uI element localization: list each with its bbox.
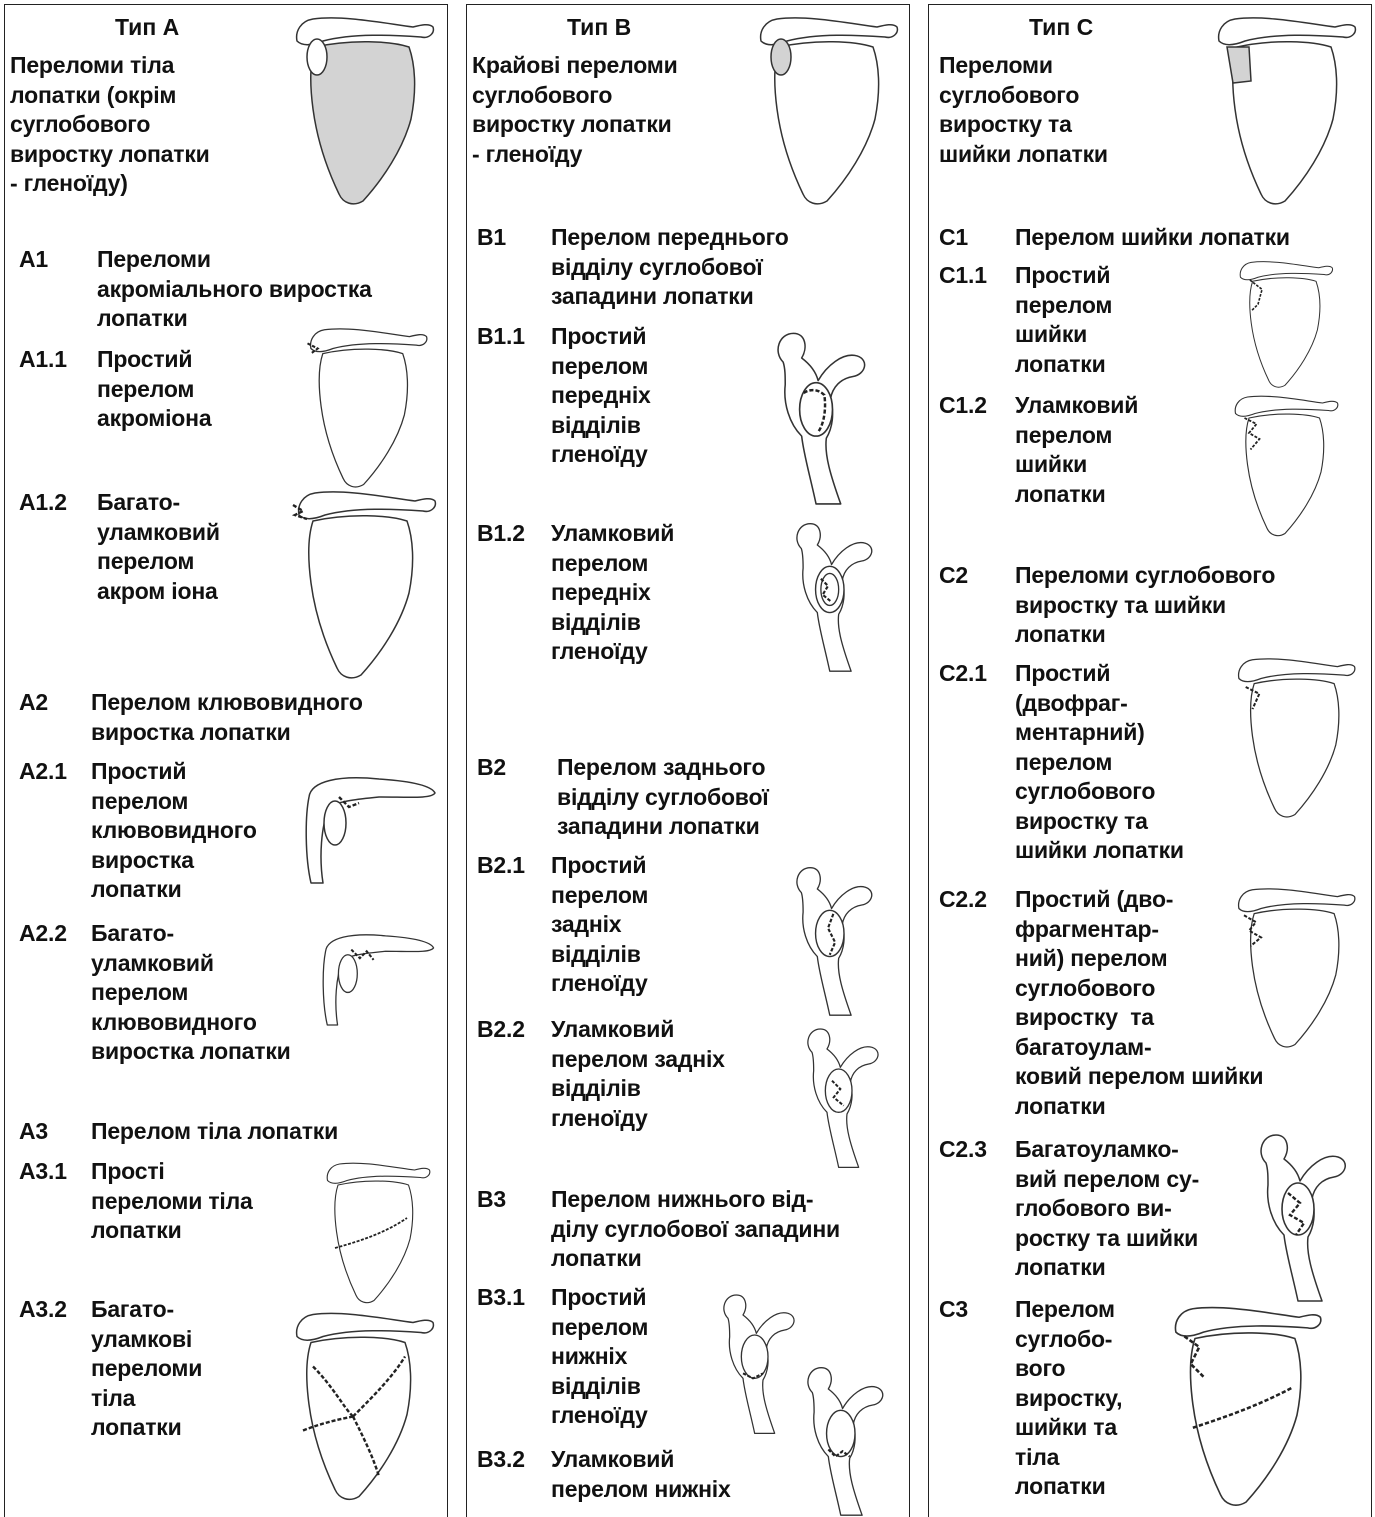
coracoid-simple-fracture-illustration bbox=[299, 767, 439, 887]
column-description: Переломи суглобового виростку та шийки л… bbox=[939, 51, 1108, 169]
column-type-a: Тип А Переломи тіла лопатки (окрім сугло… bbox=[4, 4, 448, 1517]
scapula-body-simple-fracture-illustration bbox=[317, 1153, 437, 1313]
item-code: А2.1 bbox=[19, 757, 67, 787]
glenoid-anterior-comminuted-fracture-illustration bbox=[773, 513, 883, 673]
item-text: Уламковий перелом передніх відділів глен… bbox=[551, 519, 674, 667]
item-code: С1.1 bbox=[939, 261, 987, 291]
item-code: В2.1 bbox=[477, 851, 525, 881]
item-text: Перелом заднього відділу суглобової запа… bbox=[557, 753, 769, 842]
glenoid-posterior-simple-fracture-illustration bbox=[773, 857, 883, 1017]
item-code: С2.1 bbox=[939, 659, 987, 689]
glenoid-comminuted-fracture-lateral-illustration bbox=[1241, 1123, 1351, 1303]
item-text: Простий (двофраг- ментарний) перелом суг… bbox=[1015, 659, 1184, 866]
item-code: В3.1 bbox=[477, 1283, 525, 1313]
item-code: С1 bbox=[939, 223, 968, 253]
column-header: Тип С bbox=[1029, 13, 1093, 42]
item-text: Перелом тіла лопатки bbox=[91, 1117, 338, 1147]
glenoid-posterior-comminuted-fracture-illustration bbox=[787, 1019, 887, 1169]
item-text: Багато- уламковий перелом акром іона bbox=[97, 488, 220, 606]
scapula-acromion-simple-fracture-illustration bbox=[287, 323, 447, 493]
scapula-body-comminuted-fracture-illustration bbox=[283, 1299, 443, 1514]
item-text: Уламковий перелом задніх відділів гленої… bbox=[551, 1015, 725, 1133]
column-header: Тип А bbox=[115, 13, 179, 42]
item-text: Простий перелом клювовидного виростка ло… bbox=[91, 757, 257, 905]
column-description: Переломи тіла лопатки (окрім суглобового… bbox=[10, 51, 210, 199]
item-code: А3 bbox=[19, 1117, 48, 1147]
item-code: В1.2 bbox=[477, 519, 525, 549]
scapula-neck-comminuted-fracture-illustration bbox=[1205, 391, 1365, 541]
item-code: А1.2 bbox=[19, 488, 67, 518]
item-text: Простий перелом шийки лопатки bbox=[1015, 261, 1112, 379]
item-code: В1.1 bbox=[477, 322, 525, 352]
item-code: В3 bbox=[477, 1185, 506, 1215]
glenoid-inferior-comminuted-fracture-illustration bbox=[789, 1357, 889, 1517]
item-code: А3.1 bbox=[19, 1157, 67, 1187]
item-text: Прості переломи тіла лопатки bbox=[91, 1157, 253, 1246]
column-description: Крайові переломи суглобового виростку ло… bbox=[472, 51, 678, 169]
scapula-illustration-type-c bbox=[1205, 11, 1365, 211]
item-code: С2.2 bbox=[939, 885, 987, 915]
glenoid-inferior-simple-fracture-illustration bbox=[703, 1285, 803, 1435]
item-text: Уламковий перелом шийки лопатки bbox=[1015, 391, 1138, 509]
item-code: А2.2 bbox=[19, 919, 67, 949]
item-text: Переломи акроміального виростка лопатки bbox=[97, 245, 372, 334]
item-code: А3.2 bbox=[19, 1295, 67, 1325]
scapula-glenoid-neck-body-fracture-illustration bbox=[1161, 1299, 1331, 1514]
item-text: Перелом суглобо- вого виростку, шийки та… bbox=[1015, 1295, 1122, 1502]
item-code: С2.3 bbox=[939, 1135, 987, 1165]
item-text: Перелом шийки лопатки bbox=[1015, 223, 1290, 253]
item-code: В3.2 bbox=[477, 1445, 525, 1475]
item-code: В2.2 bbox=[477, 1015, 525, 1045]
scapula-neck-simple-fracture-illustration bbox=[1205, 257, 1365, 392]
item-text: Простий перелом нижніх відділів гленоїду bbox=[551, 1283, 648, 1431]
glenoid-neck-simple-fracture-illustration bbox=[1225, 653, 1365, 823]
item-code: В1 bbox=[477, 223, 506, 253]
item-code: А1.1 bbox=[19, 345, 67, 375]
coracoid-comminuted-fracture-illustration bbox=[317, 917, 437, 1037]
item-text: Простий перелом передніх відділів гленої… bbox=[551, 322, 651, 470]
item-text: Переломи суглобового виростку та шийки л… bbox=[1015, 561, 1275, 650]
item-text: Перелом клювовидного виростка лопатки bbox=[91, 688, 363, 747]
item-code: С2 bbox=[939, 561, 968, 591]
item-text: Перелом нижнього від- ділу суглобової за… bbox=[551, 1185, 840, 1274]
item-code: А1 bbox=[19, 245, 48, 275]
column-header: Тип В bbox=[567, 13, 631, 42]
item-code: А2 bbox=[19, 688, 48, 718]
scapula-illustration-type-a bbox=[283, 11, 443, 211]
scapula-acromion-comminuted-fracture-illustration bbox=[285, 485, 445, 685]
item-text: Багатоуламко- вий перелом су- глобового … bbox=[1015, 1135, 1199, 1283]
column-type-c: Тип С Переломи суглобового виростку та ш… bbox=[928, 4, 1372, 1517]
item-code: В2 bbox=[477, 753, 506, 783]
scapula-illustration-type-b bbox=[747, 11, 907, 211]
item-code: С3 bbox=[939, 1295, 968, 1325]
item-text: Багато- уламковий перелом клювовидного в… bbox=[91, 919, 291, 1067]
item-text: Простий перелом задніх відділів гленоїду bbox=[551, 851, 648, 999]
item-text: Уламковий перелом нижніх bbox=[551, 1445, 731, 1504]
column-type-b: Тип В Крайові переломи суглобового вирос… bbox=[466, 4, 910, 1517]
item-text: Перелом переднього відділу суглобової за… bbox=[551, 223, 789, 312]
item-text: Простий перелом акроміона bbox=[97, 345, 211, 434]
item-text: Багато- уламкові переломи тіла лопатки bbox=[91, 1295, 202, 1443]
item-code: С1.2 bbox=[939, 391, 987, 421]
glenoid-neck-comminuted-fracture-illustration bbox=[1225, 883, 1365, 1053]
glenoid-anterior-simple-fracture-illustration bbox=[759, 321, 869, 506]
